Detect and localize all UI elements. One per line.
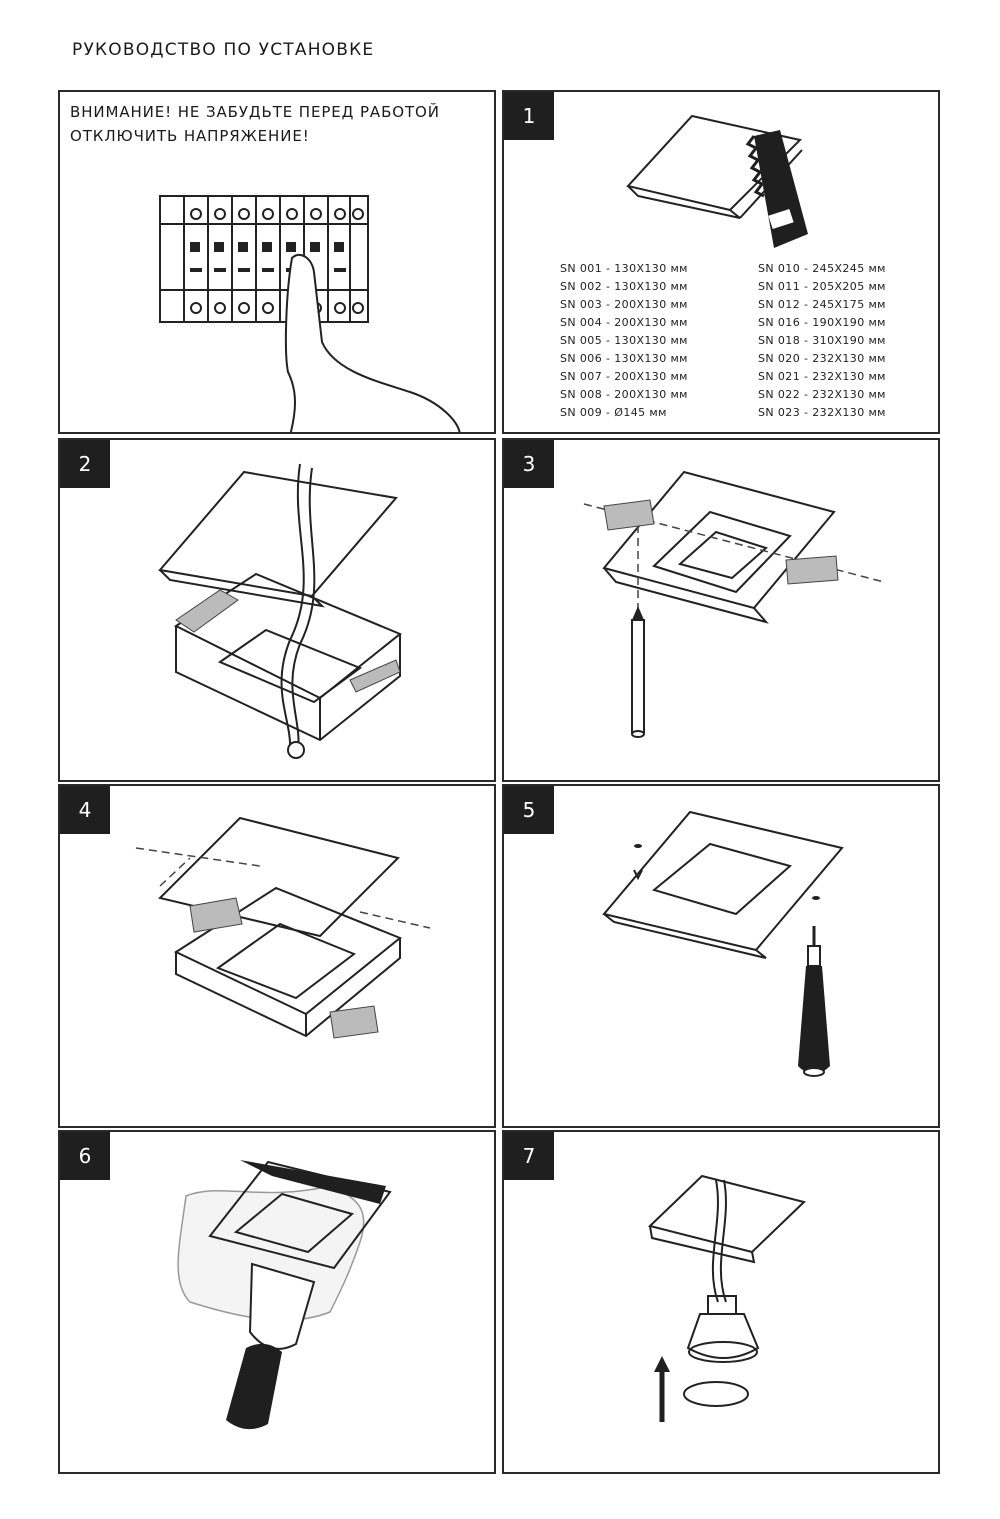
step-4-panel: 4 <box>58 784 496 1128</box>
size-item: SN 005 - 130X130 мм <box>560 334 688 347</box>
page-title: РУКОВОДСТВО ПО УСТАНОВКЕ <box>72 40 375 60</box>
size-item: SN 004 - 200X130 мм <box>560 316 688 329</box>
warning-text: ВНИМАНИЕ! НЕ ЗАБУДЬТЕ ПЕРЕД РАБОТОЙ ОТКЛ… <box>70 100 490 148</box>
size-item: SN 008 - 200X130 мм <box>560 388 688 401</box>
sizes-list-right: SN 010 - 245X245 мм SN 011 - 205X205 мм … <box>758 260 886 422</box>
warning-line-2: ОТКЛЮЧИТЬ НАПРЯЖЕНИЕ! <box>70 127 310 145</box>
step-2-badge: 2 <box>60 440 110 488</box>
screwdriver-icon <box>798 926 830 1077</box>
size-item: SN 009 - Ø145 мм <box>560 406 667 419</box>
step-3-panel: 3 <box>502 438 940 782</box>
step-1-panel: 1 SN 001 - 130X130 мм SN 002 - 130X130 м… <box>502 90 940 434</box>
screwing-illustration <box>602 810 844 1077</box>
step-2-panel: 2 <box>58 438 496 782</box>
size-item: SN 002 - 130X130 мм <box>560 280 688 293</box>
size-item: SN 021 - 232X130 мм <box>758 370 886 383</box>
sizes-list-left: SN 001 - 130X130 мм SN 002 - 130X130 мм … <box>560 260 688 422</box>
step-5-badge: 5 <box>504 786 554 834</box>
circuit-breaker-illustration <box>159 195 461 432</box>
pencil-icon <box>631 606 645 738</box>
marking-illustration <box>583 470 885 738</box>
step-3-badge: 3 <box>504 440 554 488</box>
lamp-install-illustration <box>648 1174 806 1422</box>
size-item: SN 020 - 232X130 мм <box>758 352 886 365</box>
ceiling-cutting-illustration <box>626 114 808 248</box>
step-1-badge: 1 <box>504 92 554 140</box>
size-item: SN 023 - 232X130 мм <box>758 406 886 419</box>
step-7-badge: 7 <box>504 1132 554 1180</box>
step-4-badge: 4 <box>60 786 110 834</box>
size-item: SN 003 - 200X130 мм <box>560 298 688 311</box>
size-item: SN 007 - 200X130 мм <box>560 370 688 383</box>
size-item: SN 016 - 190X190 мм <box>758 316 886 329</box>
step-7-panel: 7 <box>502 1130 940 1474</box>
saw-icon <box>745 130 808 248</box>
size-item: SN 010 - 245X245 мм <box>758 262 886 275</box>
wiring-illustration <box>158 463 402 759</box>
size-item: SN 011 - 205X205 мм <box>758 280 886 293</box>
size-item: SN 001 - 130X130 мм <box>560 262 688 275</box>
warning-panel: ВНИМАНИЕ! НЕ ЗАБУДЬТЕ ПЕРЕД РАБОТОЙ ОТКЛ… <box>58 90 496 434</box>
insertion-illustration <box>135 816 431 1039</box>
size-item: SN 018 - 310X190 мм <box>758 334 886 347</box>
warning-line-1: ВНИМАНИЕ! НЕ ЗАБУДЬТЕ ПЕРЕД РАБОТОЙ <box>70 103 440 121</box>
size-item: SN 006 - 130X130 мм <box>560 352 688 365</box>
spatula-icon <box>226 1262 316 1430</box>
step-5-panel: 5 <box>502 784 940 1128</box>
size-item: SN 022 - 232X130 мм <box>758 388 886 401</box>
plastering-illustration <box>177 1160 392 1430</box>
size-item: SN 012 - 245X175 мм <box>758 298 886 311</box>
step-6-panel: 6 <box>58 1130 496 1474</box>
step-6-badge: 6 <box>60 1132 110 1180</box>
arrow-up-icon <box>654 1356 670 1422</box>
